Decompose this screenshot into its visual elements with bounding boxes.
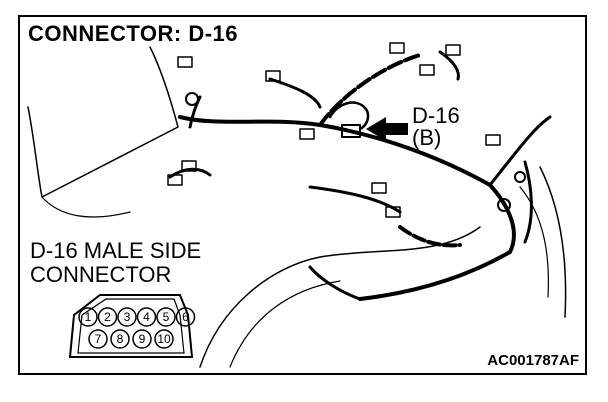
pin-number: 7 [95,332,102,346]
connector-block [485,134,501,146]
d16-connector [341,124,361,138]
pin-7-icon [88,329,108,349]
pin-3-icon [117,307,137,327]
connector-block [389,42,405,54]
pin-9-icon [132,329,152,349]
connector-view-line-2: CONNECTOR [30,262,172,287]
pillar-branch [523,160,533,244]
pin-number: 1 [85,310,92,324]
pins-bottom-row: 7 8 9 10 [88,329,174,349]
pin-number: 4 [143,310,150,324]
side-harness-taped [398,225,462,248]
connector-block [265,70,281,82]
floor-branch [308,185,402,214]
pin-6-icon [175,307,196,327]
pin-number: 6 [182,310,189,324]
harness-tail [308,265,362,301]
pin-number: 2 [104,310,111,324]
callout-connector-id: D-16 [412,103,460,128]
pin-number: 9 [139,332,146,346]
pillar-harness [488,115,552,187]
connector-block [299,128,315,140]
grommet [497,198,511,212]
connector-block [177,56,193,68]
pin-2-icon [97,307,118,327]
connector-block [167,174,183,186]
grommet [185,92,199,106]
wheel-arch-outline [199,226,481,368]
callout-connector-variant: (B) [412,125,442,150]
pin-10-icon [154,329,174,349]
pin-4-icon [136,307,157,327]
body-panel-outline [27,46,179,198]
diagram-title: CONNECTOR: D-16 [28,21,239,46]
connector-view-line-1: D-16 MALE SIDE [30,238,202,263]
pin-number: 8 [117,332,124,346]
connector-block [385,206,401,218]
connector-block [371,182,387,194]
body-panel-edge [41,196,131,218]
d16-loop [328,101,370,131]
pin-number: 5 [163,310,170,324]
connector-housing-inner [77,298,185,354]
connector-block [445,44,461,56]
wheel-arch-inner [229,280,341,368]
pin-number: 10 [157,332,171,346]
pin-number: 3 [124,310,131,324]
reference-code: AC001787AF [487,352,579,369]
pin-1-icon [78,307,98,327]
center-branch [268,77,322,109]
callout-arrow-icon [366,117,408,141]
top-right-branch [438,50,460,81]
rear-pillar-inner [519,186,549,298]
grommet [514,171,526,183]
pin-8-icon [110,329,130,349]
rear-pillar-outline [539,166,567,318]
upper-harness-taped [318,53,422,127]
connector-block [419,64,435,76]
connector-housing-outer [68,294,194,358]
connector-callout-label: D-16 (B) [412,105,460,149]
connector-block [181,160,197,172]
connector-view-label: D-16 MALE SIDE CONNECTOR [30,239,201,287]
pin-5-icon [156,307,176,327]
